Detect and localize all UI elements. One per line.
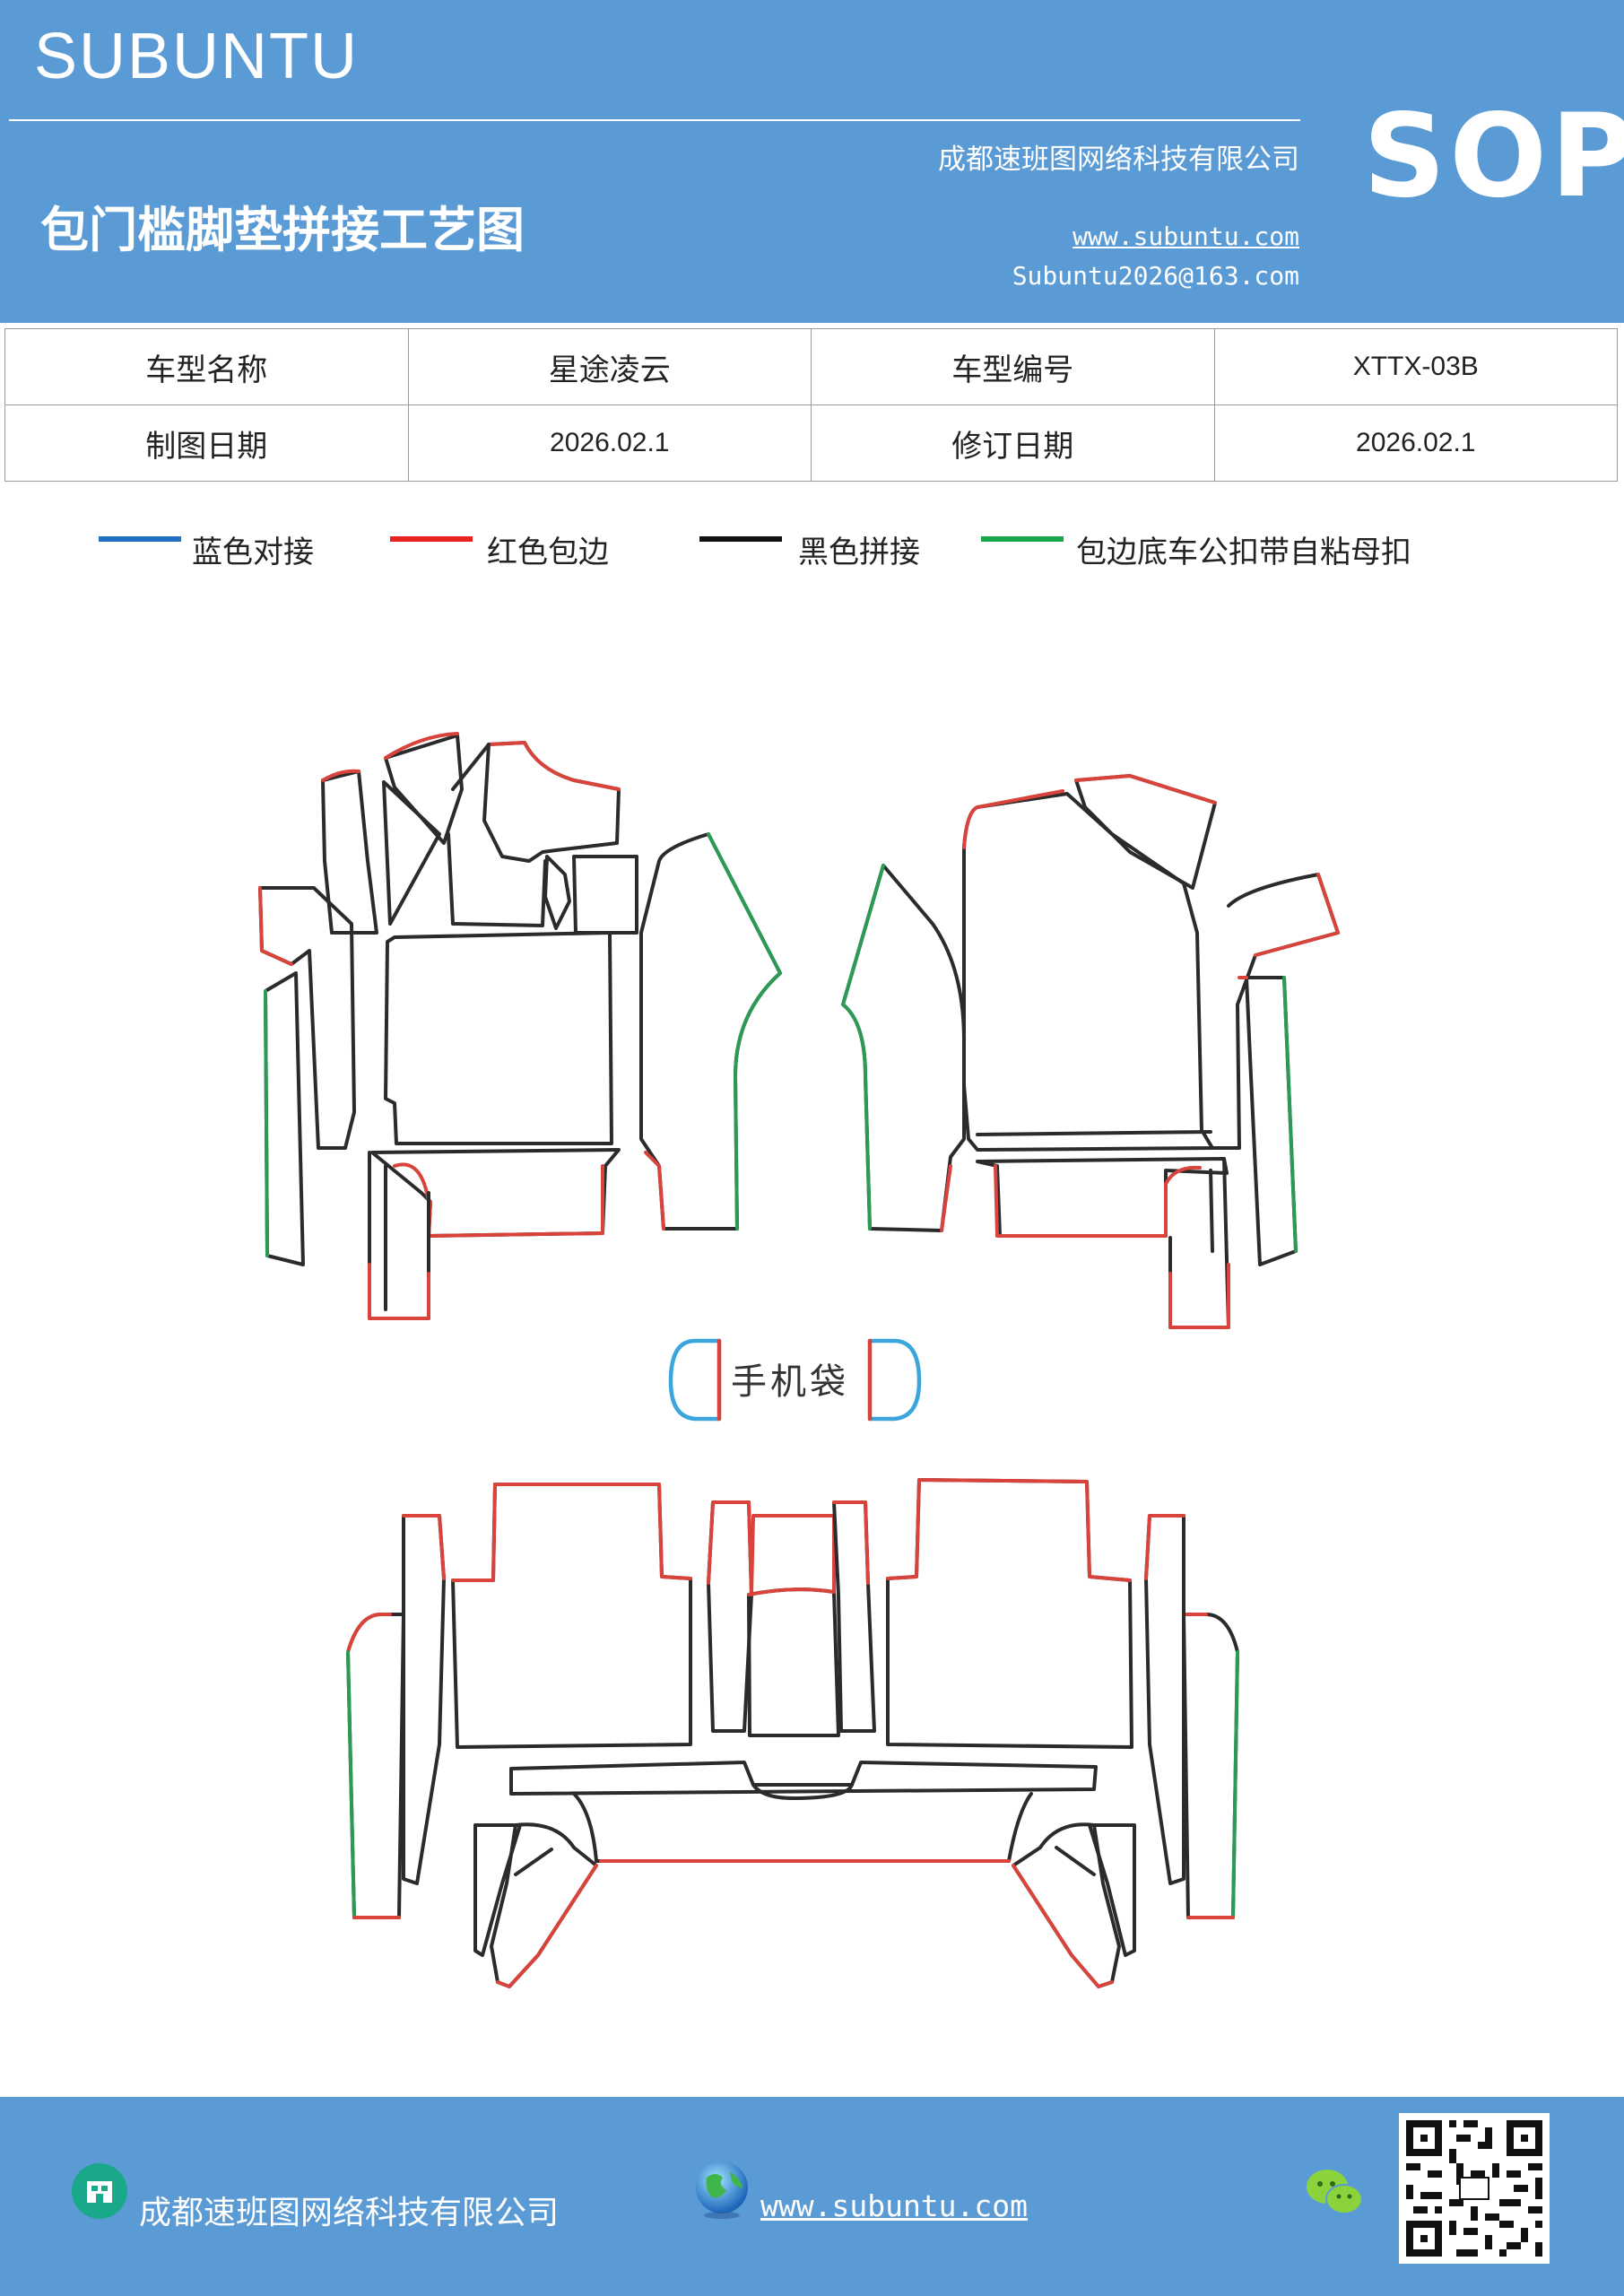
building-icon <box>72 2163 127 2219</box>
footer-company-name: 成都速班图网络科技有限公司 <box>139 2195 560 2231</box>
cell-model-name-value: 星途凌云 <box>407 328 812 405</box>
cell-model-code-value: XTTX-03B <box>1213 328 1618 405</box>
footer-website-link[interactable]: www.subuntu.com <box>760 2188 1029 2223</box>
brand-name: SUBUNTU <box>34 21 360 92</box>
cell-revise-date-value: 2026.02.1 <box>1213 404 1618 482</box>
header-divider <box>9 119 1300 121</box>
legend-swatch-red <box>390 536 473 542</box>
cell-model-code-label: 车型编号 <box>811 328 1215 405</box>
table-row: 车型名称 星途凌云 车型编号 XTTX-03B <box>4 328 1618 405</box>
header-banner: SUBUNTU 包门槛脚垫拼接工艺图 成都速班图网络科技有限公司 www.sub… <box>0 0 1624 323</box>
cell-draw-date-value: 2026.02.1 <box>407 404 812 482</box>
website-link[interactable]: www.subuntu.com <box>1073 222 1299 251</box>
rear-mat <box>346 1478 1239 1988</box>
sop-badge: SOP <box>1363 90 1624 223</box>
front-left-mat <box>258 732 782 1320</box>
phone-pocket-label: 手机袋 <box>731 1361 849 1403</box>
footer-banner: 成都速班图网络科技有限公司 www.subuntu.com <box>0 2097 1624 2296</box>
legend-label-green: 包边底车公扣带自粘母扣 <box>1076 535 1411 570</box>
legend-swatch-blue <box>99 536 181 542</box>
legend-swatch-green <box>981 536 1064 542</box>
front-right-mat <box>841 774 1340 1329</box>
cell-draw-date-label: 制图日期 <box>4 404 409 482</box>
globe-icon <box>696 2161 748 2219</box>
legend-label-red: 红色包边 <box>487 535 609 570</box>
phone-pocket <box>668 1338 922 1422</box>
email-address[interactable]: Subuntu2026@163.com <box>1012 261 1299 291</box>
cell-revise-date-label: 修订日期 <box>811 404 1215 482</box>
qr-code-icon[interactable] <box>1399 2113 1550 2264</box>
table-row: 制图日期 2026.02.1 修订日期 2026.02.1 <box>4 404 1618 482</box>
wechat-icon <box>1307 2170 1363 2214</box>
info-table: 车型名称 星途凌云 车型编号 XTTX-03B 制图日期 2026.02.1 修… <box>4 328 1618 482</box>
document-title: 包门槛脚垫拼接工艺图 <box>40 202 525 258</box>
legend-label-black: 黑色拼接 <box>798 535 920 570</box>
company-name: 成都速班图网络科技有限公司 <box>938 144 1299 176</box>
floor-mat-diagram <box>258 732 1340 1988</box>
legend-swatch-black <box>699 536 782 542</box>
cell-model-name-label: 车型名称 <box>4 328 409 405</box>
legend-label-blue: 蓝色对接 <box>192 535 314 570</box>
